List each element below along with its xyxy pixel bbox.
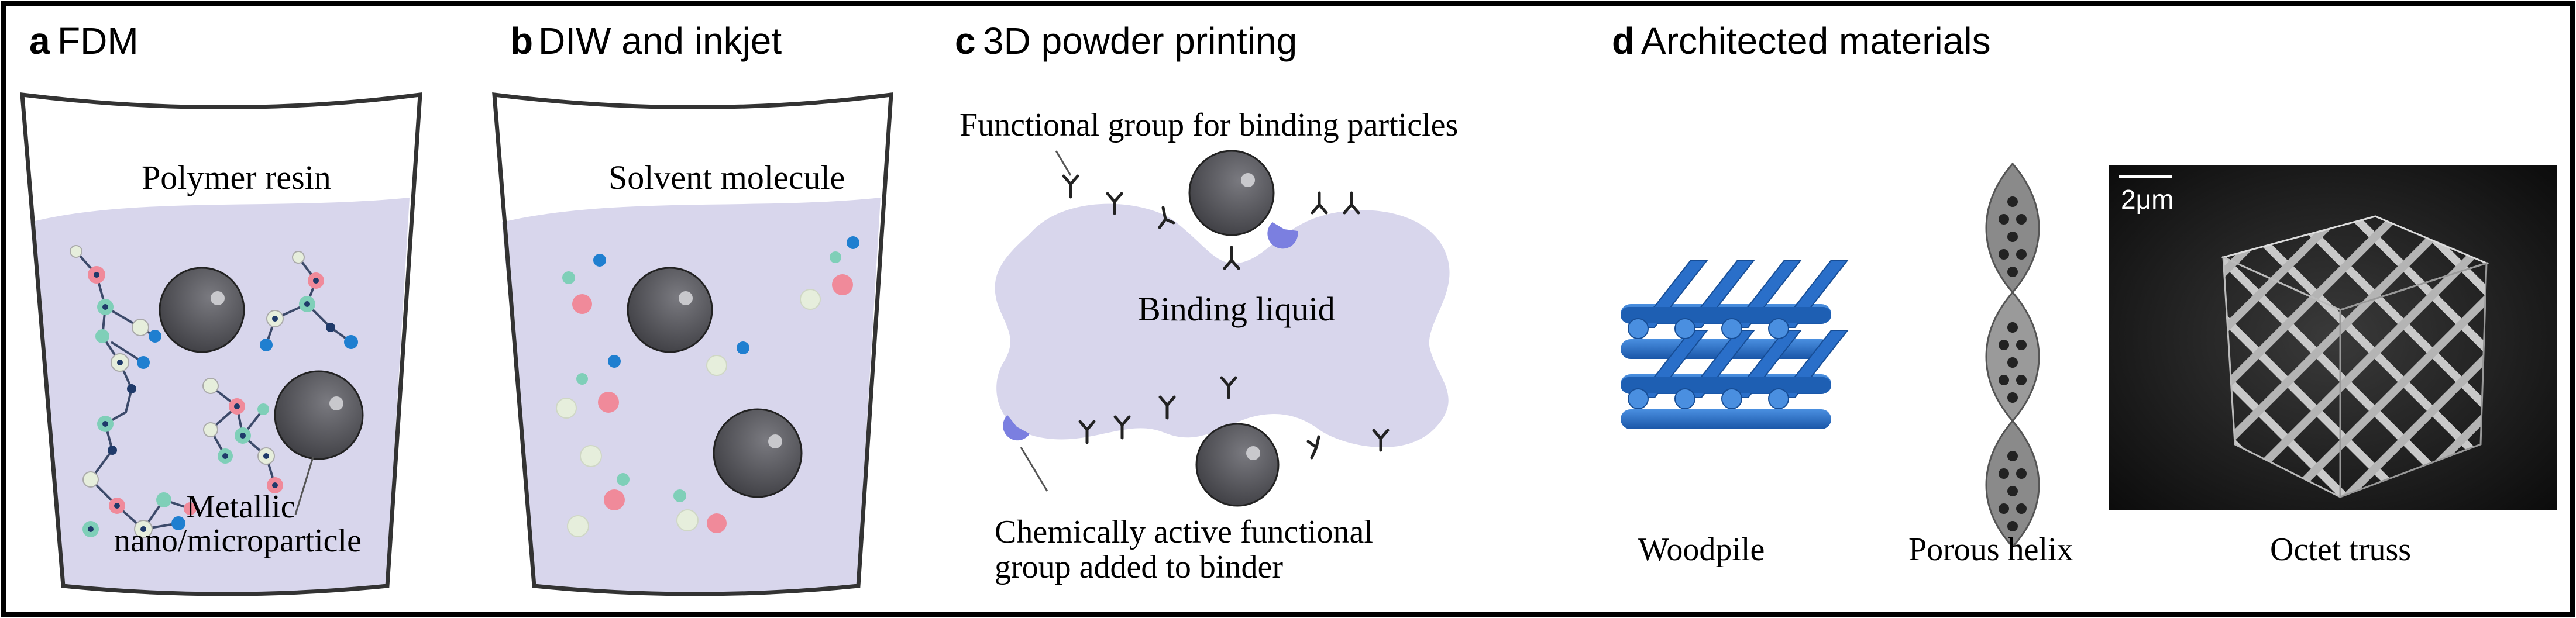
binder-particle-bottom — [1195, 423, 1280, 507]
porous-helix — [1985, 162, 2040, 548]
panel-d: d Architected materials — [1612, 20, 2557, 568]
scale-bar-label: 2μm — [2121, 184, 2173, 215]
particle-pointer-a — [294, 457, 314, 515]
panel-c-letter: c — [955, 20, 976, 62]
cup-b-liquid — [502, 198, 881, 593]
polymer-nodes — [70, 245, 358, 538]
label-chemically-active: Chemically active functional — [995, 514, 1373, 550]
cup-b — [492, 92, 893, 596]
cup-a-liquid — [30, 198, 410, 593]
label-solvent-molecule: Solvent molecule — [608, 158, 845, 196]
panel-a-title: FDM — [57, 20, 139, 62]
label-functional-group: Functional group for binding particles — [959, 107, 1458, 143]
label-metallic: Metallic — [186, 489, 295, 525]
label-octet-truss: Octet truss — [2270, 531, 2411, 568]
panel-a: a FDM Polymer resin — [20, 20, 422, 596]
label-woodpile: Woodpile — [1638, 531, 1765, 568]
metallic-particle — [713, 408, 803, 498]
panel-d-title: Architected materials — [1641, 20, 1991, 62]
cup-a — [20, 92, 422, 596]
active-group-top — [1267, 222, 1298, 249]
functional-groups — [1062, 174, 1390, 460]
label-nano-microparticle: nano/microparticle — [114, 523, 362, 559]
metallic-particle — [159, 267, 245, 353]
label-porous-helix: Porous helix — [1908, 531, 2073, 568]
label-binding-liquid: Binding liquid — [1138, 290, 1335, 328]
panel-b-title: DIW and inkjet — [538, 20, 782, 62]
panel-c: c 3D powder printing Functional group fo… — [955, 20, 1458, 585]
label-polymer-resin: Polymer resin — [142, 158, 331, 196]
panel-b: b DIW and inkjet Solvent molecule — [492, 20, 893, 596]
solvent-molecules — [556, 236, 859, 537]
octet-truss-sem: 2μm — [2109, 165, 2557, 510]
woodpile-structure — [1621, 260, 1849, 429]
panel-c-title: 3D powder printing — [983, 20, 1297, 62]
metallic-particle — [627, 267, 713, 353]
active-group-pointer — [1020, 447, 1048, 492]
label-group-added: group added to binder — [995, 549, 1283, 585]
panel-a-letter: a — [29, 20, 50, 62]
panel-b-letter: b — [510, 20, 533, 62]
panel-d-letter: d — [1612, 20, 1635, 62]
binding-liquid-blob — [995, 203, 1450, 448]
metallic-particle — [274, 370, 364, 460]
binder-particle-top — [1188, 150, 1275, 236]
active-group-bottom — [1003, 415, 1030, 441]
functional-group-pointer — [1055, 150, 1072, 176]
